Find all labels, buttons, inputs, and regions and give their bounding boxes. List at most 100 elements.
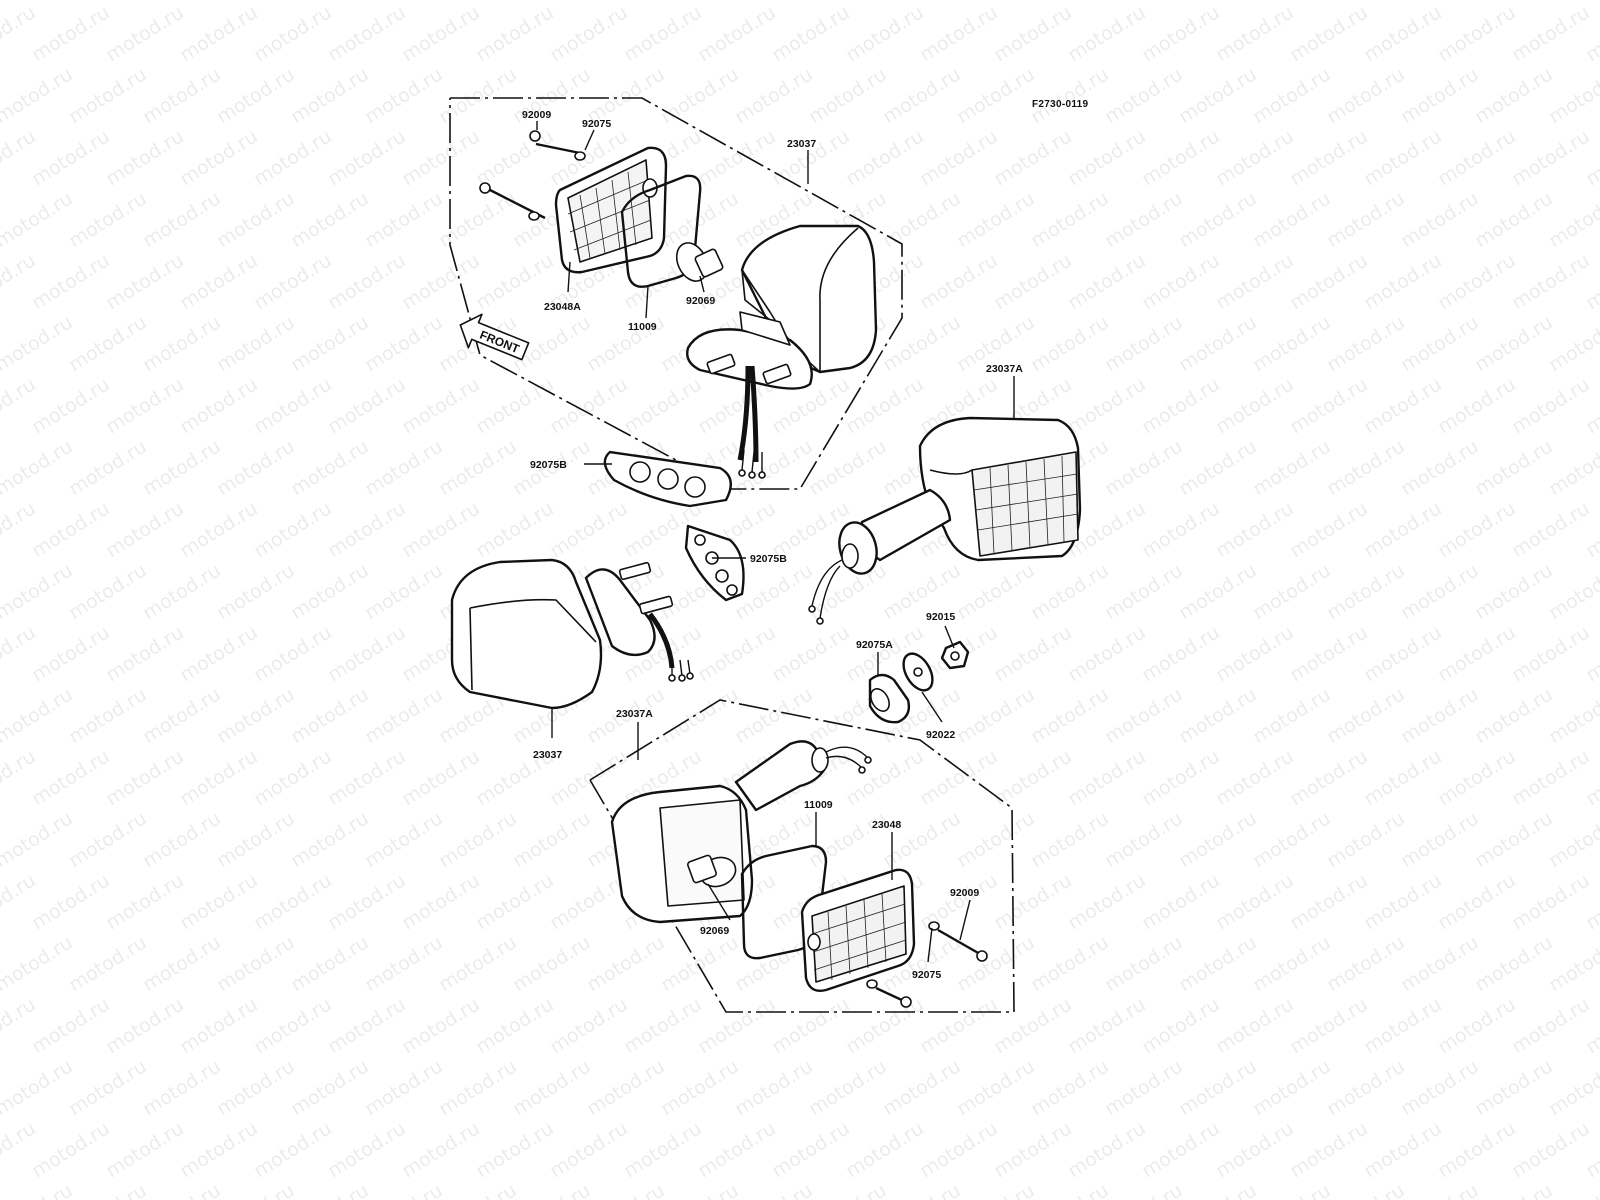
watermark-text: motod.ru xyxy=(102,745,188,810)
watermark-text: motod.ru xyxy=(287,187,373,252)
watermark-text: motod.ru xyxy=(0,1179,77,1200)
watermark-text: motod.ru xyxy=(435,63,521,128)
watermark-text: motod.ru xyxy=(213,187,299,252)
watermark-text: motod.ru xyxy=(1138,745,1224,810)
watermark-text: motod.ru xyxy=(65,187,151,252)
watermark-text: motod.ru xyxy=(1212,497,1298,562)
watermark-text: motod.ru xyxy=(1434,373,1520,438)
watermark-text: motod.ru xyxy=(361,311,447,376)
watermark-text: motod.ru xyxy=(1212,621,1298,686)
watermark-text: motod.ru xyxy=(879,63,965,128)
watermark-text: motod.ru xyxy=(28,993,114,1058)
watermark-text: motod.ru xyxy=(916,745,1002,810)
watermark-text: motod.ru xyxy=(1101,435,1187,500)
watermark-text: motod.ru xyxy=(1027,807,1113,872)
watermark-text: motod.ru xyxy=(213,435,299,500)
watermark-text: motod.ru xyxy=(472,993,558,1058)
watermark-text: motod.ru xyxy=(1027,63,1113,128)
nut-92015 xyxy=(940,640,970,670)
watermark-text: motod.ru xyxy=(361,63,447,128)
watermark-text: motod.ru xyxy=(1286,621,1372,686)
watermark-text: motod.ru xyxy=(1175,0,1261,4)
watermark-text: motod.ru xyxy=(361,0,447,4)
watermark-text: motod.ru xyxy=(28,497,114,562)
watermark-text: motod.ru xyxy=(768,1117,854,1182)
watermark-text: motod.ru xyxy=(1175,63,1261,128)
watermark-text: motod.ru xyxy=(1027,1179,1113,1200)
watermark-text: motod.ru xyxy=(139,435,225,500)
bulb-92069-top xyxy=(675,242,724,282)
watermark-text: motod.ru xyxy=(1545,187,1600,252)
watermark-text: motod.ru xyxy=(1101,187,1187,252)
watermark-text: motod.ru xyxy=(1434,1117,1520,1182)
watermark-text: motod.ru xyxy=(1508,1,1594,66)
watermark-text: motod.ru xyxy=(1545,0,1600,4)
watermark-text: motod.ru xyxy=(1212,745,1298,810)
watermark-text: motod.ru xyxy=(620,993,706,1058)
watermark-text: motod.ru xyxy=(1027,311,1113,376)
watermark-text: motod.ru xyxy=(65,1055,151,1120)
watermark-text: motod.ru xyxy=(287,1179,373,1200)
watermark-text: motod.ru xyxy=(176,1,262,66)
drawing-id: F2730-0119 xyxy=(1032,99,1089,110)
watermark-text: motod.ru xyxy=(1508,745,1594,810)
watermark-text: motod.ru xyxy=(1175,683,1261,748)
watermark-text: motod.ru xyxy=(1360,621,1446,686)
watermark-text: motod.ru xyxy=(1064,621,1150,686)
watermark-text: motod.ru xyxy=(361,435,447,500)
watermark-text: motod.ru xyxy=(361,1179,447,1200)
watermark-text: motod.ru xyxy=(102,125,188,190)
callout-92075A: 92075A xyxy=(856,639,893,651)
watermark-text: motod.ru xyxy=(805,559,891,624)
watermark-text: motod.ru xyxy=(1027,187,1113,252)
watermark-text: motod.ru xyxy=(805,63,891,128)
callout-23037-top: 23037 xyxy=(787,138,816,150)
watermark-text: motod.ru xyxy=(472,869,558,934)
watermark-text: motod.ru xyxy=(287,311,373,376)
watermark-text: motod.ru xyxy=(250,497,336,562)
watermark-text: motod.ru xyxy=(1249,435,1335,500)
callout-92015: 92015 xyxy=(926,611,955,623)
watermark-text: motod.ru xyxy=(1323,0,1409,4)
watermark-text: motod.ru xyxy=(990,1,1076,66)
watermark-text: motod.ru xyxy=(1286,249,1372,314)
watermark-text: motod.ru xyxy=(1471,435,1557,500)
watermark-text: motod.ru xyxy=(1545,931,1600,996)
watermark-text: motod.ru xyxy=(509,1179,595,1200)
watermark-text: motod.ru xyxy=(805,1179,891,1200)
watermark-text: motod.ru xyxy=(1397,311,1483,376)
watermark-text: motod.ru xyxy=(620,1,706,66)
watermark-text: motod.ru xyxy=(398,993,484,1058)
watermark-text: motod.ru xyxy=(102,1,188,66)
watermark-text: motod.ru xyxy=(65,931,151,996)
watermark-text: motod.ru xyxy=(1360,373,1446,438)
watermark-text: motod.ru xyxy=(731,1179,817,1200)
watermark-text: motod.ru xyxy=(102,621,188,686)
watermark-text: motod.ru xyxy=(324,745,410,810)
watermark-text: motod.ru xyxy=(1545,559,1600,624)
watermark-text: motod.ru xyxy=(1249,187,1335,252)
watermark-text: motod.ru xyxy=(324,1117,410,1182)
washer-92022 xyxy=(902,652,934,692)
watermark-text: motod.ru xyxy=(1064,993,1150,1058)
watermark-text: motod.ru xyxy=(1212,249,1298,314)
watermark-text: motod.ru xyxy=(1323,435,1409,500)
watermark-text: motod.ru xyxy=(0,1055,77,1120)
watermark-text: motod.ru xyxy=(1397,931,1483,996)
callout-23048: 23048 xyxy=(872,819,901,831)
watermark-text: motod.ru xyxy=(0,435,77,500)
housing-23037-left xyxy=(450,558,694,710)
watermark-text: motod.ru xyxy=(1545,435,1600,500)
watermark-text: motod.ru xyxy=(250,1117,336,1182)
watermark-text: motod.ru xyxy=(1027,0,1113,4)
watermark-text: motod.ru xyxy=(0,1179,3,1200)
watermark-text: motod.ru xyxy=(1360,745,1446,810)
watermark-text: motod.ru xyxy=(324,869,410,934)
watermark-text: motod.ru xyxy=(1508,497,1594,562)
watermark-text: motod.ru xyxy=(1360,497,1446,562)
watermark-text: motod.ru xyxy=(398,373,484,438)
watermark-text: motod.ru xyxy=(1064,125,1150,190)
watermark-text: motod.ru xyxy=(1323,63,1409,128)
watermark-text: motod.ru xyxy=(435,931,521,996)
watermark-text: motod.ru xyxy=(694,1117,780,1182)
